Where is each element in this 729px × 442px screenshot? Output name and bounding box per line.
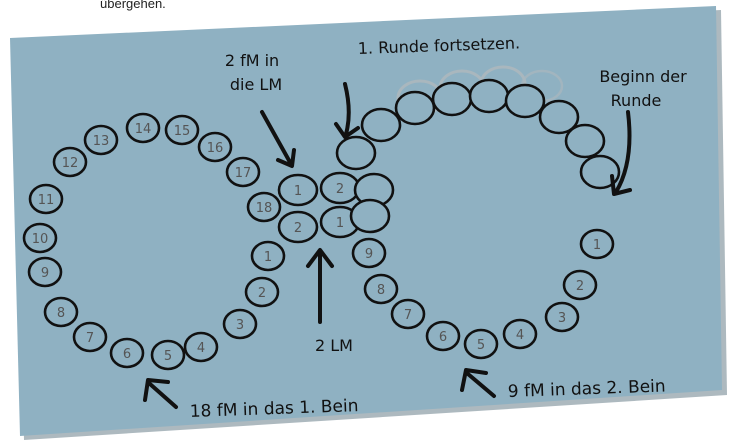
- right-chain-stitch: [468, 78, 510, 114]
- stitch-number: 2: [336, 182, 344, 197]
- right-stitch: 4: [502, 318, 538, 350]
- arrow-icon: [260, 110, 296, 168]
- stitch-number: 8: [57, 306, 65, 321]
- stitch-number: 2: [294, 221, 302, 236]
- label-two-sc-line2: die LM: [230, 75, 282, 94]
- left-stitch: 13: [83, 124, 119, 156]
- stitch-number: 3: [558, 311, 566, 326]
- stitch-number: 1: [294, 184, 302, 199]
- stitch-number: 1: [336, 216, 344, 231]
- left-stitch: 2: [244, 276, 280, 308]
- arrow-icon: [334, 82, 360, 139]
- left-stitch: 8: [43, 296, 79, 328]
- left-stitch: 16: [197, 131, 233, 163]
- left-stitch: 9: [27, 256, 63, 288]
- stitch-number: 7: [404, 308, 412, 323]
- left-stitch: 1: [250, 240, 286, 272]
- stitch-number: 12: [62, 156, 79, 171]
- arrow-icon: [306, 248, 334, 324]
- right-stitch: 3: [544, 301, 580, 333]
- right-chain-stitch: [335, 135, 377, 171]
- right-chain-stitch: [394, 90, 436, 126]
- stitch-number: 16: [207, 141, 224, 156]
- knot-stitch: 2: [277, 210, 319, 244]
- stitch-number: 9: [41, 266, 49, 281]
- stitch-number: 5: [477, 338, 485, 353]
- stitch-number: 4: [516, 328, 524, 343]
- left-stitch: 12: [52, 146, 88, 178]
- left-stitch: 17: [225, 156, 261, 188]
- right-chain-stitch: [564, 123, 606, 159]
- arrow-icon: [610, 110, 632, 196]
- right-chain-stitch: [349, 198, 391, 234]
- stitch-number: 15: [174, 124, 191, 139]
- right-chain-stitch: [431, 81, 473, 117]
- right-chain-stitch: [504, 83, 546, 119]
- right-stitch: 9: [351, 237, 387, 269]
- left-stitch: 18: [246, 191, 282, 223]
- right-stitch: 1: [579, 228, 615, 260]
- right-stitch: 6: [425, 320, 461, 352]
- right-stitch: 8: [363, 273, 399, 305]
- left-stitch: 3: [222, 308, 258, 340]
- arrow-layer: [143, 82, 632, 409]
- right-chain-stitch: [360, 107, 402, 143]
- stitch-number: 10: [32, 232, 49, 247]
- stitch-number: 14: [135, 122, 152, 137]
- left-stitch: 15: [164, 114, 200, 146]
- left-stitch: 7: [72, 321, 108, 353]
- top-caption: übergehen.: [100, 0, 166, 11]
- left-stitch: 6: [109, 337, 145, 369]
- right-stitch: 2: [562, 269, 598, 301]
- right-stitch: 7: [390, 298, 426, 330]
- stitch-number: 7: [86, 331, 94, 346]
- stitch-number: 1: [264, 250, 272, 265]
- label-round-start-line2: Runde: [611, 91, 662, 110]
- stitch-number: 17: [235, 166, 252, 181]
- stitch-number: 6: [123, 347, 131, 362]
- stitch-number: 18: [256, 201, 273, 216]
- knot-stitch: 1: [277, 173, 319, 207]
- stitch-number: 11: [38, 193, 55, 208]
- left-stitch: 11: [28, 183, 64, 215]
- stitch-number: 5: [164, 349, 172, 364]
- stitch-number: 1: [593, 238, 601, 253]
- right-stitch: 5: [463, 328, 499, 360]
- left-stitch: 10: [22, 222, 58, 254]
- left-stitch: 5: [150, 339, 186, 371]
- left-stitch: 4: [183, 331, 219, 363]
- stitch-number: 4: [197, 341, 205, 356]
- stitch-number: 13: [93, 134, 110, 149]
- label-round-start-line1: Beginn der: [599, 67, 687, 86]
- label-two-sc-line1: 2 fM in: [225, 51, 279, 70]
- stitch-number: 3: [236, 318, 244, 333]
- arrow-icon: [460, 368, 496, 398]
- stitch-number: 2: [576, 279, 584, 294]
- stitch-number: 2: [258, 286, 266, 301]
- stitch-number: 8: [377, 283, 385, 298]
- stitch-number: 6: [439, 330, 447, 345]
- label-two-chains: 2 LM: [315, 336, 353, 355]
- right-chain-stitch: [579, 154, 621, 190]
- right-chain-stitch: [538, 99, 580, 135]
- arrow-icon: [143, 378, 178, 409]
- stitch-number: 9: [365, 247, 373, 262]
- knot-stitch: 2: [319, 171, 361, 205]
- left-stitch: 14: [125, 112, 161, 144]
